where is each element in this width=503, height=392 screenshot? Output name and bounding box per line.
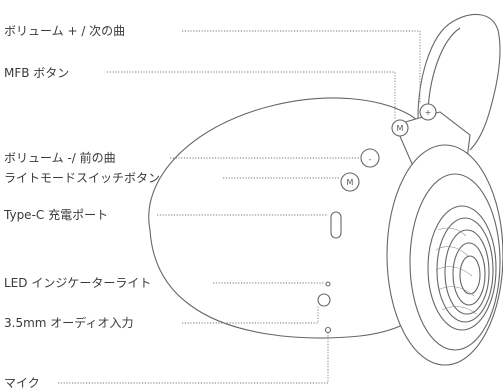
label-audio-input: 3.5mm オーディオ入力 [4, 316, 134, 330]
leader-audio [182, 306, 319, 324]
headband-inner-line [427, 27, 461, 111]
mfb-button-mark: M [397, 124, 404, 133]
leader-microphone [58, 333, 329, 384]
label-microphone: マイク [4, 376, 40, 390]
volume-down-button [360, 148, 380, 168]
label-volume-up-next: ボリューム + / 次の曲 [4, 24, 126, 38]
volume-up-button-icon: + [425, 108, 432, 117]
volume-up-button [419, 103, 437, 121]
label-mfb-button: MFB ボタン [4, 66, 70, 80]
speaker-grille [435, 227, 477, 315]
audio-jack [317, 293, 331, 307]
light-mode-button [340, 172, 360, 192]
light-mode-button-mark: M [347, 178, 354, 187]
led-indicator [325, 281, 331, 287]
microphone-hole [324, 326, 332, 334]
label-led-indicator: LED インジケーターライト [4, 276, 152, 290]
volume-down-button-icon: - [369, 155, 372, 164]
label-light-mode-switch: ライトモードスイッチボタン [4, 171, 161, 185]
leader-volume-up [182, 30, 421, 104]
leader-mfb [107, 71, 396, 120]
mfb-button [391, 119, 409, 137]
type-c-port [330, 211, 342, 239]
label-type-c-port: Type-C 充電ポート [4, 208, 109, 222]
label-volume-down-prev: ボリューム -/ 前の曲 [4, 151, 116, 165]
ear-cushion-inner [409, 173, 501, 351]
